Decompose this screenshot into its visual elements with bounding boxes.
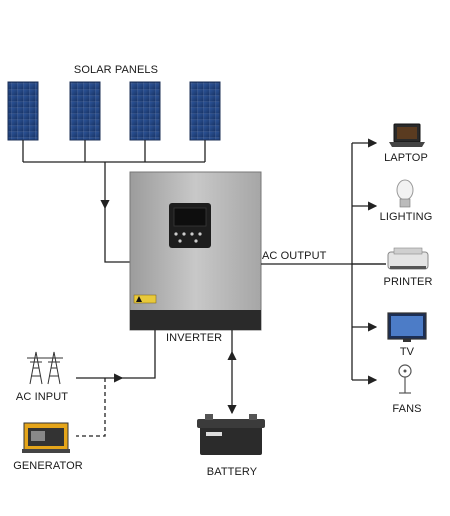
solar-panels bbox=[7, 81, 221, 141]
ac-input-wiring bbox=[76, 330, 156, 437]
battery-icon bbox=[197, 414, 265, 455]
ac-input-label: AC INPUT bbox=[15, 391, 69, 403]
tv-icon bbox=[387, 312, 427, 342]
printer-label: PRINTER bbox=[383, 276, 433, 288]
inverter-label: INVERTER bbox=[166, 332, 223, 344]
ac-output-label: AC OUTPUT bbox=[262, 250, 327, 262]
generator-label: GENERATOR bbox=[13, 460, 83, 472]
inverter-icon bbox=[129, 171, 262, 331]
solar-panel-icon bbox=[189, 81, 221, 141]
panel-wiring bbox=[22, 140, 206, 263]
pylon-icon bbox=[27, 351, 63, 385]
laptop-label: LAPTOP bbox=[384, 152, 428, 164]
battery-label: BATTERY bbox=[206, 466, 258, 478]
generator-icon bbox=[22, 422, 70, 453]
fan-icon bbox=[398, 364, 412, 394]
lighting-label: LIGHTING bbox=[379, 211, 433, 223]
ac-output-wiring bbox=[261, 138, 386, 385]
solar-panels-label: SOLAR PANELS bbox=[73, 64, 159, 76]
solar-panel-icon bbox=[129, 81, 161, 141]
laptop-icon bbox=[389, 123, 425, 147]
fans-label: FANS bbox=[392, 403, 422, 415]
solar-panel-icon bbox=[69, 81, 101, 141]
solar-panel-icon bbox=[7, 81, 39, 141]
printer-icon bbox=[387, 247, 429, 270]
bulb-icon bbox=[396, 179, 414, 208]
tv-label: TV bbox=[399, 346, 415, 358]
